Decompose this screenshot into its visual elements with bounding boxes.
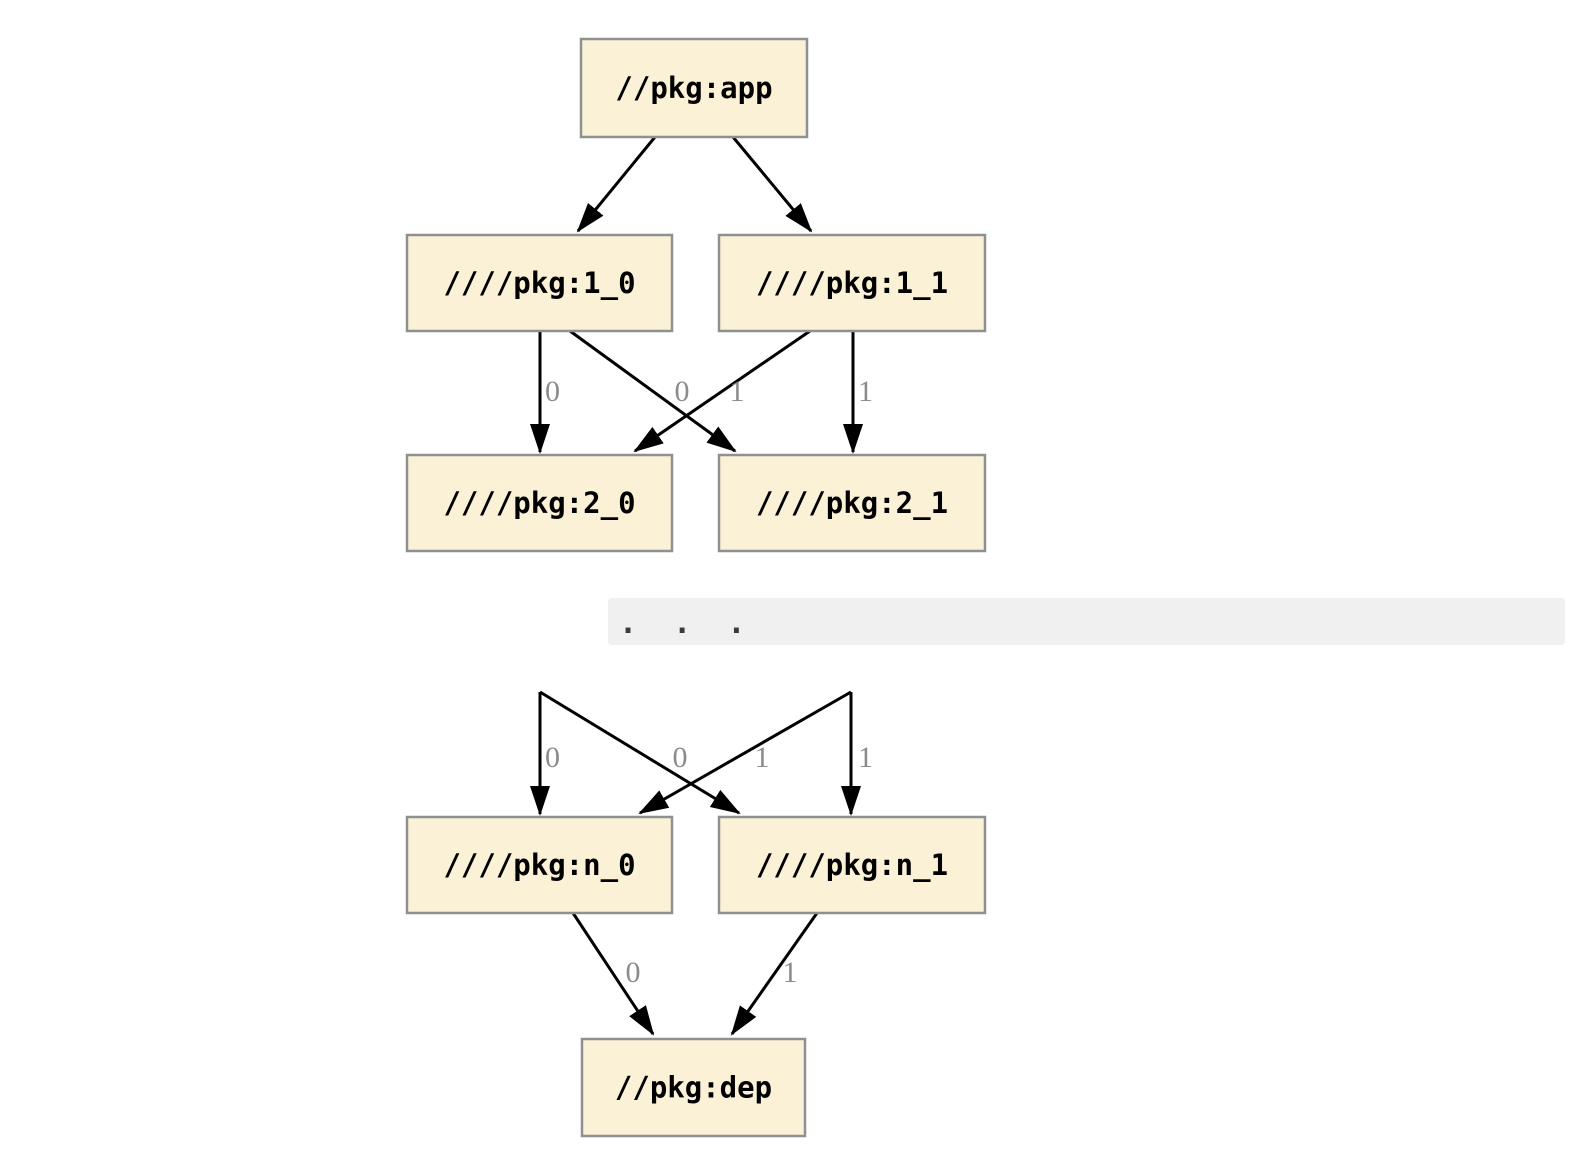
graph-node-dep-box xyxy=(580,1037,807,1138)
graph-edge-n_0-to-dep xyxy=(571,912,655,1036)
graph-edge-label: 1 xyxy=(858,375,873,408)
graph-node-1_0-label: ////pkg:1_0 xyxy=(443,266,635,300)
graph-node-app-label: //pkg:app xyxy=(615,71,772,105)
collapsed-rows-band: . . . xyxy=(608,598,1565,645)
graph-node-n_1-box xyxy=(717,815,987,915)
graph-edge-label: 1 xyxy=(858,741,873,774)
graph-node-1_1-label: ////pkg:1_1 xyxy=(756,266,948,300)
graph-edge-label: 0 xyxy=(545,375,560,408)
graph-edge-label: 0 xyxy=(675,375,690,408)
graph-node-n_1-label: ////pkg:n_1 xyxy=(756,848,948,882)
graph-edge-label: 0 xyxy=(626,956,641,989)
graph-node-app-box xyxy=(579,37,809,139)
graph-node-2_0-box xyxy=(405,453,674,553)
graph-edge-label: 0 xyxy=(673,741,688,774)
graph-node-2_1-label: ////pkg:2_1 xyxy=(756,486,948,520)
graph-edge-label: 1 xyxy=(783,956,798,989)
graph-edge-label: 1 xyxy=(730,375,745,408)
ellipsis-text: . . . xyxy=(619,606,746,641)
graph-edge-1_1-to-2_0 xyxy=(633,329,811,453)
graph-node-dep-label: //pkg:dep xyxy=(615,1071,772,1105)
graph-edge-label: 0 xyxy=(545,741,560,774)
graph-edge-label: 1 xyxy=(755,741,770,774)
graph-node-1_1-box xyxy=(717,233,987,333)
graph-edge-app-to-1_0 xyxy=(576,136,657,233)
graph-edge-elided-to-n_0 xyxy=(638,690,852,815)
graph-edge-n_1-to-dep xyxy=(730,912,819,1036)
graph-node-1_0-box xyxy=(405,233,674,333)
graph-node-n_0-label: ////pkg:n_0 xyxy=(443,848,635,882)
graph-node-2_0-label: ////pkg:2_0 xyxy=(443,486,635,520)
graph-edge-app-to-1_1 xyxy=(731,136,813,233)
graph-edge-elided-to-n_1 xyxy=(539,690,741,815)
graph-node-n_0-box xyxy=(405,815,674,915)
graph-node-2_1-box xyxy=(717,453,987,553)
graph-edge-1_0-to-2_1 xyxy=(569,329,737,453)
